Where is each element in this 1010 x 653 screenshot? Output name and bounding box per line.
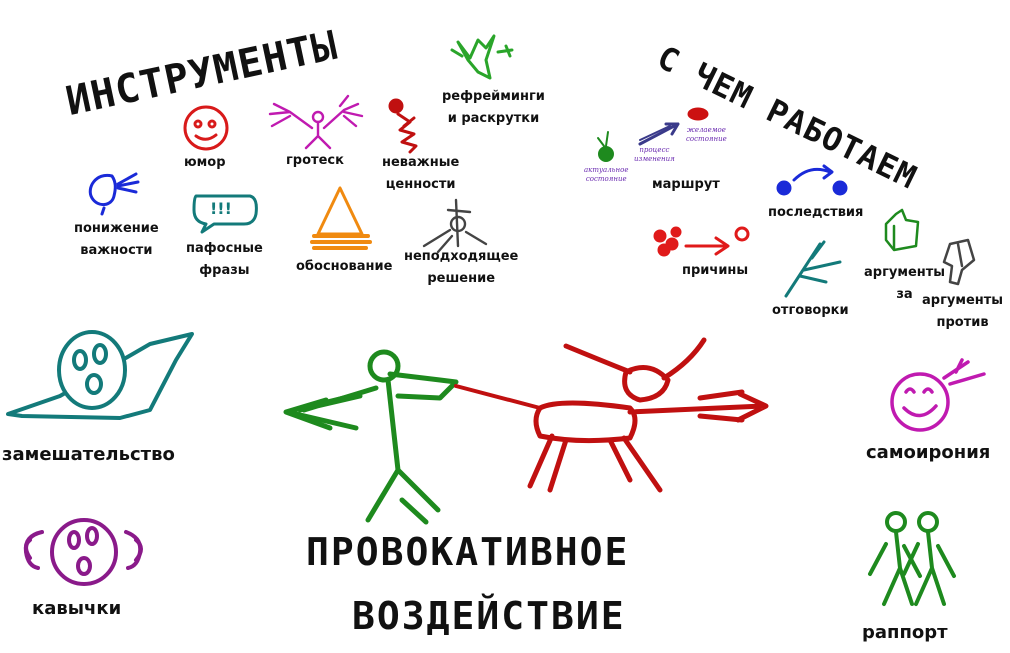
label-unsuitable-solution-line2: решение [427, 271, 496, 286]
label-pathetic-phrases-line2: фразы [199, 263, 250, 278]
label-args-against-line2: против [936, 315, 989, 330]
label-args-for-line1: аргументы [864, 265, 946, 280]
label-actual-state-line2: состояние [585, 175, 627, 183]
label-rapport: раппорт [862, 622, 948, 643]
label-grotesque: гротеск [286, 153, 344, 168]
excuses-icon [784, 240, 842, 298]
label-humor: юмор [184, 155, 226, 170]
label-confusion: замешательство [2, 444, 175, 465]
label-pathetic-phrases-line1: пафосные [186, 241, 263, 256]
label-desired-state-line2: состояние [686, 135, 727, 143]
label-reframing-line1: рефрейминги [442, 89, 545, 104]
label-change-process: процесс изменения [634, 146, 675, 164]
label-change-process-line2: изменения [634, 155, 675, 163]
label-unimportant-values-line1: неважные [382, 155, 460, 170]
label-route: маршрут [652, 177, 720, 192]
rope-icon [454, 384, 542, 410]
label-causes: причины [682, 263, 749, 278]
thumbs-down-icon [942, 238, 976, 286]
label-lowering-importance-line1: понижение [74, 221, 159, 236]
self-irony-face-icon [890, 358, 986, 432]
triangle-icon [310, 186, 372, 250]
speech-bubble-icon [192, 194, 258, 234]
label-self-irony: самоирония [866, 442, 991, 463]
bird-icon [450, 34, 514, 80]
speech-bubble-text: !!! [210, 199, 232, 218]
label-args-against: аргументы против [922, 290, 1003, 334]
thumbs-up-icon [884, 208, 920, 252]
label-desired-state-line1: желаемое [686, 126, 726, 134]
label-consequences: последствия [768, 205, 864, 220]
grotesque-figure-icon [268, 94, 364, 150]
label-quotes: кавычки [32, 598, 122, 619]
route-icon [597, 107, 709, 162]
deflating-balloon-icon [88, 172, 140, 216]
confusion-face-icon [6, 330, 194, 420]
label-args-against-line1: аргументы [922, 293, 1004, 308]
quotes-face-icon [23, 518, 143, 586]
label-lowering-importance: понижение важности [74, 218, 159, 262]
causes-icon [653, 226, 750, 257]
label-actual-state: актуальное состояние [584, 166, 628, 184]
label-args-for: аргументы за [864, 262, 945, 306]
label-justification: обоснование [296, 259, 393, 274]
label-change-process-line1: процесс [639, 146, 670, 154]
bull-figure-icon [527, 337, 769, 493]
label-pathetic-phrases: пафосные фразы [186, 238, 263, 282]
main-title-line2: ВОЗДЕЙСТВИЕ [352, 594, 626, 638]
label-lowering-importance-line2: важности [80, 243, 153, 258]
label-reframing-line2: и раскрутки [447, 111, 540, 126]
label-args-for-line2: за [896, 287, 913, 302]
label-reframing: рефрейминги и раскрутки [442, 86, 545, 130]
smiley-icon [183, 105, 229, 151]
main-title-line1: ПРОВОКАТИВНОЕ [306, 530, 630, 574]
label-excuses: отговорки [772, 303, 849, 318]
man-figure-icon [283, 349, 459, 525]
rapport-figures-icon [868, 511, 956, 606]
label-unimportant-values-line2: ценности [385, 177, 456, 192]
label-unsuitable-solution-line1: неподходящее [404, 249, 519, 264]
unimportant-values-icon [388, 98, 418, 154]
unsuitable-solution-icon [422, 198, 488, 254]
consequences-icon [776, 164, 848, 196]
label-actual-state-line1: актуальное [584, 166, 629, 174]
label-desired-state: желаемое состояние [686, 126, 727, 144]
label-unimportant-values: неважные ценности [382, 152, 459, 196]
label-unsuitable-solution: неподходящее решение [404, 246, 518, 290]
